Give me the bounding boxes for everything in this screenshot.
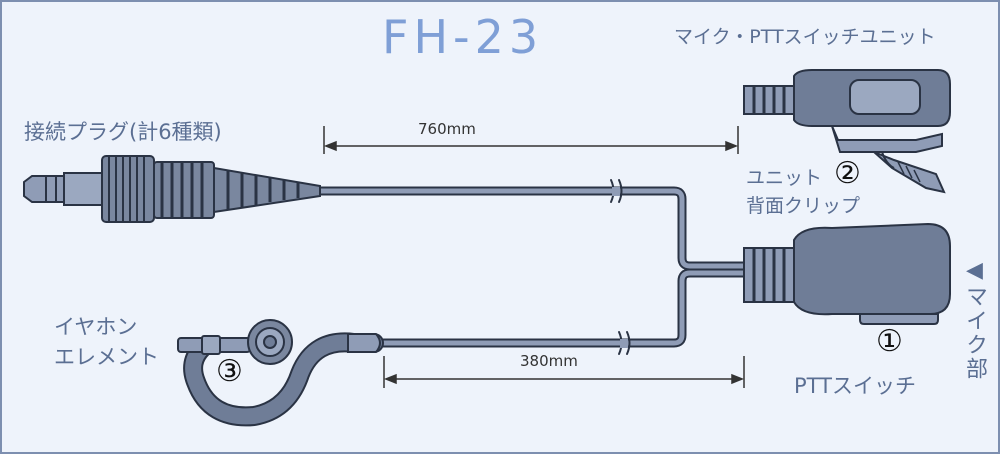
earpiece-element [177,319,384,427]
earpiece-label: イヤホン エレメント [54,315,159,369]
ptt-label: PTTスイッチ [794,374,916,398]
dimension-380-label: 380mm [520,352,578,370]
dimension-760 [323,126,739,154]
earpiece-callout: ③ [216,354,243,389]
cables [315,179,749,355]
ptt-callout: ① [876,324,903,359]
product-title: FH-23 [382,10,544,64]
dimension-760-label: 760mm [418,120,476,138]
plug-connector [23,155,321,223]
mic-unit-top-view [743,69,951,194]
dimension-380 [383,356,745,388]
clip-callout: ② [834,156,861,191]
mic-unit-label: マイク・PTTスイッチユニット [674,26,936,48]
clip-label: ユニット 背面クリップ [746,167,861,217]
ptt-switch-unit [743,222,951,325]
mic-part-label: ◀マイク部 [962,258,987,381]
plug-label: 接続プラグ(計6種類) [24,120,222,144]
